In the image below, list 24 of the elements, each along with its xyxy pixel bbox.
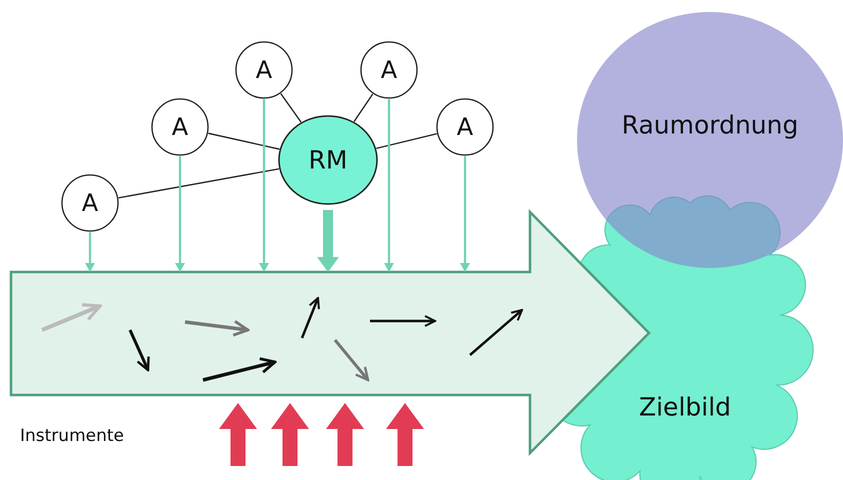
arrow (386, 403, 424, 466)
node-label: RM (308, 146, 348, 174)
arrow (326, 403, 364, 466)
node-label: A (82, 189, 98, 217)
node-label: Raumordnung (622, 110, 798, 140)
arrow (259, 99, 269, 272)
arrow (219, 403, 257, 466)
arrow (85, 232, 95, 272)
connector-line (118, 168, 280, 198)
arrow (317, 210, 339, 272)
connector-line (280, 93, 302, 122)
node-label: A (456, 113, 474, 141)
arrow (175, 156, 185, 272)
connector-line (354, 94, 374, 122)
connector-line (376, 133, 437, 149)
node-label: A (380, 56, 398, 84)
connector-line (208, 132, 280, 150)
node-label: A (172, 113, 188, 141)
arrow (271, 403, 309, 466)
node-label: Zielbild (638, 392, 732, 422)
arrow (384, 99, 394, 272)
arrow (460, 156, 470, 272)
node-label: A (256, 56, 272, 84)
caption-text: Instrumente (20, 426, 124, 446)
